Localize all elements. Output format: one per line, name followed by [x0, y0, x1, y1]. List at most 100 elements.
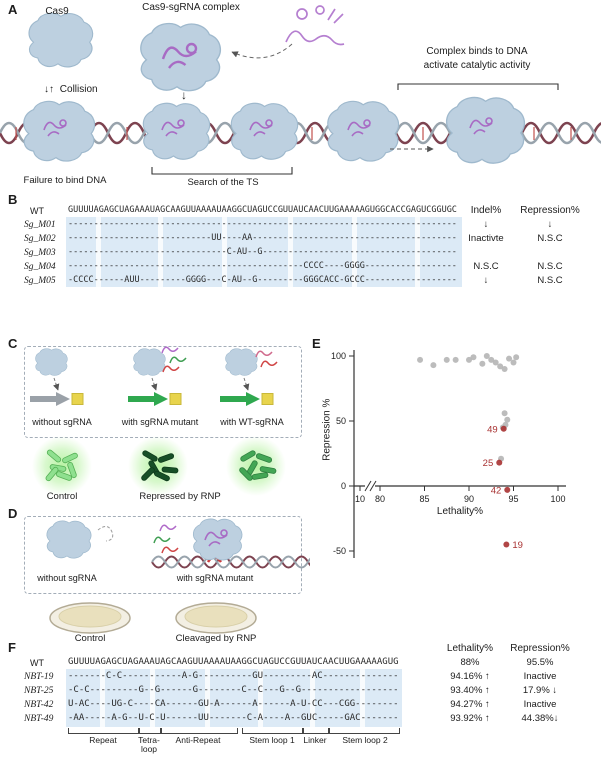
point-label: 49	[487, 424, 498, 435]
scene-label: without sgRNA	[37, 573, 97, 583]
x-tick-label: 90	[464, 494, 474, 504]
scene-label: with sgRNA mutant	[176, 573, 254, 583]
scatter-point	[503, 541, 510, 548]
panel-c-label: C	[8, 336, 18, 351]
region-label: Stem loop 1	[237, 735, 307, 745]
region-text: Repeat	[89, 735, 117, 745]
sgrna-mutant-icon	[169, 356, 187, 364]
mutant-sequence: ----------------------------UU----AA----…	[68, 233, 457, 243]
mutant-sequence: -CCCC------AUU---------GGGG---C-AU--G---…	[68, 275, 457, 285]
dna-strand-1	[0, 121, 601, 145]
y-tick-label: 50	[336, 416, 346, 426]
gene-arrow-green	[128, 392, 168, 406]
scatter-point	[504, 486, 511, 493]
dna-strand-2	[0, 121, 601, 145]
lethality-value: 88%	[460, 657, 480, 668]
panel-b-label: B	[8, 192, 18, 207]
sequence-name: WT	[30, 206, 44, 216]
fluorescence-glow	[128, 436, 188, 496]
sequence-name: NBT-25	[24, 686, 54, 696]
region-label: Stem loop 2	[330, 735, 400, 745]
failure-label: Failure to bind DNA	[23, 175, 107, 186]
petri-dish-inner	[184, 605, 248, 628]
panel-a-label: A	[8, 2, 18, 17]
region-bracket	[160, 728, 238, 734]
sequence-name: Sg_M01	[24, 220, 56, 230]
region-label: Repeat	[68, 735, 138, 745]
region-text: Stem loop 2	[342, 735, 388, 745]
repression-value: ↓	[547, 219, 553, 230]
mutant-sequence: ----------------------------------------…	[68, 261, 457, 271]
alignment-shading	[66, 217, 462, 287]
lethality-value: 94.16% ↑	[450, 671, 490, 682]
scatter-point	[501, 366, 508, 372]
wt-sequence: GUUUUAGAGCUAGAAAUAGCAAGUUAAAAUAAGGCUAGUC…	[68, 657, 399, 667]
point-label: 19	[512, 540, 523, 551]
cleaved-label: Cleavaged by RNP	[175, 633, 257, 644]
panel-e-label: E	[312, 336, 321, 351]
panel-f-label: F	[8, 640, 16, 655]
wt-sgrna-icon	[255, 350, 273, 358]
repression-value: N.S.C	[537, 261, 563, 272]
cas9-on-dna-blob	[23, 100, 96, 162]
cas9-label: Cas9	[45, 6, 69, 17]
sequence-name: Sg_M04	[24, 262, 56, 272]
sequence-name: Sg_M05	[24, 276, 56, 286]
cas9-blob	[133, 348, 166, 376]
repression-column-header: Repression%	[510, 643, 570, 654]
no-sgrna-dashed-icon	[97, 526, 114, 542]
x-tick-label: 100	[550, 494, 565, 504]
region-label: Linker	[300, 735, 330, 745]
petri-dish-inner	[58, 605, 122, 628]
sgrna-icon	[285, 5, 345, 46]
sgrna-mutant-icon	[153, 536, 171, 544]
x-tick-label: 80	[375, 494, 385, 504]
cas9-blob	[35, 348, 68, 376]
repression-value: Inactive	[523, 699, 557, 710]
mutant-sequence: -------C-C-----------A-G----------GU----…	[68, 671, 399, 681]
scatter-point	[483, 353, 490, 359]
repression-value: N.S.C	[537, 275, 563, 286]
repression-column-header: Repression%	[520, 205, 580, 216]
point-label: 42	[491, 485, 502, 496]
sgrna-mutant-icon	[161, 546, 179, 554]
scatter-point	[492, 359, 499, 366]
cas9-blob	[46, 520, 92, 559]
down-arrow-icon: ↓	[181, 88, 187, 102]
binds-bracket	[397, 83, 559, 90]
axis-break-icon	[364, 480, 372, 492]
scatter-point	[430, 362, 437, 369]
region-text: Anti-Repeat	[175, 735, 221, 745]
indel-value: ↓	[483, 275, 489, 286]
scatter-point	[501, 410, 508, 417]
x-tick-label: 85	[419, 494, 429, 504]
gene-arrow-gray	[30, 392, 70, 406]
y-axis-label: Repression %	[321, 398, 333, 461]
y-tick-label: 100	[331, 351, 346, 361]
indel-value: N.S.C	[473, 261, 499, 272]
region-label: Tetra- loop	[134, 735, 164, 755]
panel-a-graphic	[0, 5, 601, 175]
search-bracket	[151, 167, 293, 175]
sgrna-mutant-icon	[159, 524, 177, 532]
panel-c-graphic	[30, 346, 286, 496]
axis-break-icon	[369, 480, 377, 492]
binds-text-line2: activate catalytic activity	[423, 60, 531, 71]
sequence-name: NBT-19	[24, 672, 54, 682]
lethality-column-header: Lethality%	[446, 643, 494, 654]
region-bracket	[242, 728, 304, 734]
scatter-point	[510, 359, 517, 366]
bacteria-wt-rnp	[239, 450, 277, 481]
dna-strand-2	[151, 555, 310, 569]
region-bracket	[302, 728, 330, 734]
sequence-name: Sg_M02	[24, 234, 56, 244]
indel-column-header: Indel%	[470, 205, 502, 216]
scatter-point	[497, 363, 504, 370]
region-text: loop	[140, 744, 158, 755]
cas9-on-dna-blob	[327, 100, 400, 162]
panel-d-label: D	[8, 506, 18, 521]
indel-value: ↓	[483, 219, 489, 230]
repression-value: 17.9% ↓	[522, 685, 558, 696]
